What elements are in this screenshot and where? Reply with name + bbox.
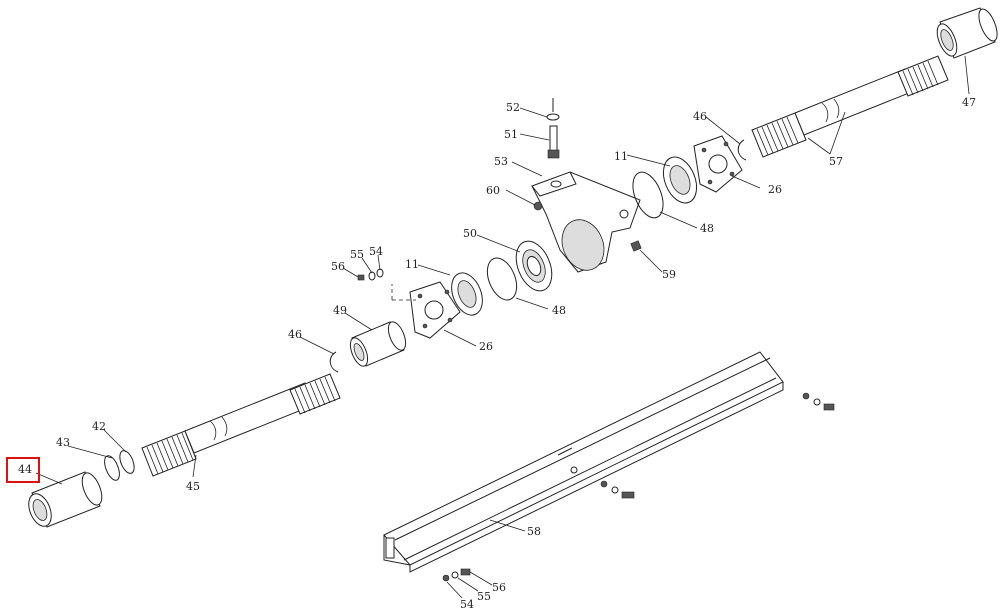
callout-43: 43 [56,436,70,449]
sleeve-44 [28,471,103,528]
callout-50: 50 [463,227,477,240]
leader-lines [35,55,970,599]
seal-11-left [451,272,483,316]
callout-56-bottom: 56 [492,581,506,594]
callout-45: 45 [186,480,200,493]
callout-58: 58 [527,525,541,538]
seal-11-right [662,156,698,204]
callout-47: 47 [962,96,976,109]
callout-57: 57 [829,155,843,168]
bolt-51 [547,125,560,159]
snap-ring-48-right [632,171,664,219]
bracket-53 [531,171,641,273]
ring-42 [119,450,135,474]
callout-49: 49 [333,304,347,317]
callout-55-bottom: 55 [477,590,491,603]
grease-fitting-60 [533,201,543,211]
plug-59 [630,240,642,252]
callout-48-left: 48 [552,304,566,317]
bolts-56-55-54-bottom [442,568,471,582]
clip-46-left [329,351,339,373]
callout-54-bottom: 54 [460,598,474,611]
callout-26-left: 26 [479,340,493,353]
callout-51: 51 [504,128,518,141]
washer-52 [546,98,560,121]
callout-52: 52 [506,101,520,114]
callout-48-right: 48 [700,222,714,235]
flange-26-right [693,135,743,193]
shaft-45 [141,373,341,477]
callout-56-left: 56 [331,260,345,273]
callout-60: 60 [486,184,500,197]
callout-11-right: 11 [614,150,628,163]
callout-44: 44 [18,463,32,476]
shaft-57 [751,55,949,158]
callout-54-left: 54 [369,245,383,258]
sleeve-47 [936,7,998,59]
callout-26-right: 26 [768,183,782,196]
callout-46-left: 46 [288,328,302,341]
clip-46-right [737,139,747,161]
bolts-56-55-54-left [357,268,384,281]
callout-11-left: 11 [405,258,419,271]
flange-26-left [409,281,461,339]
bolts-right-guard [600,392,835,499]
callout-labels: 44 43 42 45 46 49 56 55 54 11 26 50 48 6… [18,96,976,611]
guard-58 [383,351,784,573]
ring-43 [104,455,120,481]
callout-55-left: 55 [350,248,364,261]
assembly-centerline [391,284,416,301]
coupler-49 [349,321,407,367]
callout-59: 59 [662,268,676,281]
highlight-box-44 [6,457,40,483]
callout-42: 42 [92,420,106,433]
snap-ring-48-left [486,257,518,301]
bearing-50 [515,240,553,292]
callout-53: 53 [494,155,508,168]
callout-46-right: 46 [693,110,707,123]
